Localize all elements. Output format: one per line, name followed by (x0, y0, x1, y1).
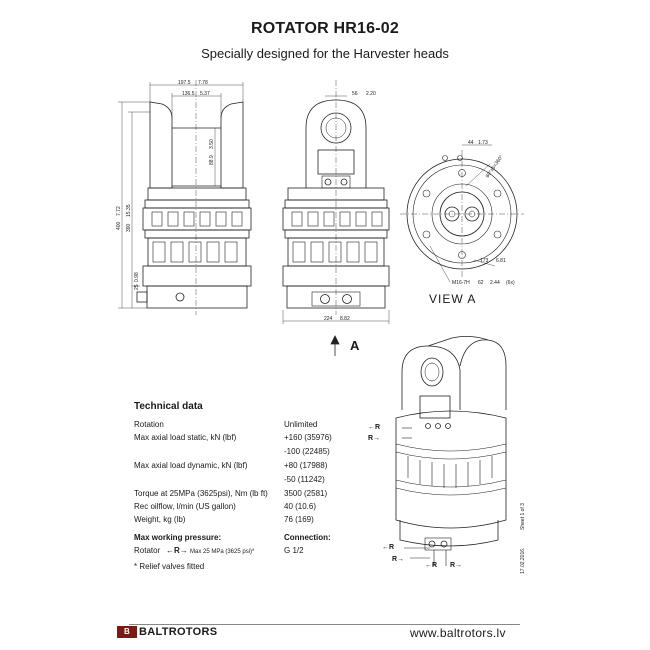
dim-thread: M16-7H (452, 280, 470, 286)
view-a-drawing (400, 144, 524, 283)
dim-0-98: 0.98 (134, 272, 140, 282)
port-label-r-right-2: R→ (392, 556, 405, 563)
dim-400: 400 (116, 221, 122, 230)
footer-divider (129, 624, 520, 625)
dim-1-73: 1.73 (478, 140, 488, 146)
brand-name: BALTROTORS (139, 626, 218, 638)
connection-value: G 1/2 (284, 546, 304, 555)
tech-row-label: Torque at 25MPa (3625psi), Nm (lb ft) (134, 489, 268, 498)
dim-6-81: 6.81 (496, 258, 506, 264)
port-label-r-left-3: ←R (425, 562, 438, 569)
brand-logo: B BALTROTORS (117, 626, 217, 638)
dim-56: 56 (352, 91, 358, 97)
dim-15-35: 15.35 (126, 204, 132, 217)
sheet-date: 17.02.2016. (520, 547, 526, 574)
tech-row-value: +80 (17988) (284, 461, 328, 470)
tech-row-label: Weight, kg (lb) (134, 515, 186, 524)
dim-2-44: 2.44 (490, 280, 500, 286)
website-link[interactable]: www.baltrotors.lv (410, 626, 506, 640)
pressure-heading: Max working pressure: (134, 533, 222, 542)
tech-row-value: +160 (35976) (284, 433, 332, 442)
dim-88-9: 88.9 (209, 155, 215, 165)
tech-row-value: -50 (11242) (284, 475, 325, 484)
connection-heading: Connection: (284, 533, 331, 542)
port-label-r-right-3: R→ (450, 562, 463, 569)
dim-197-5: 197.5 (178, 80, 191, 86)
sheet-number: Sheet 1 of 3 (520, 503, 526, 530)
tech-row-value: Unlimited (284, 420, 318, 429)
dim-2-20: 2.20 (366, 91, 376, 97)
dim-5-37: 5.37 (200, 91, 210, 97)
tech-row-label: Max axial load static, kN (lbf) (134, 433, 237, 442)
view-a-label: VIEW A (429, 292, 477, 306)
port-label-r-left-2: ←R (382, 544, 395, 551)
dim-3-50: 3.50 (209, 139, 215, 149)
dim-7-72: 7.72 (116, 206, 122, 216)
dim-6x: (6x) (506, 280, 515, 286)
dim-25: 25 (134, 284, 140, 290)
rotator-label: Rotator (134, 546, 161, 555)
document-subtitle: Specially designed for the Harvester hea… (201, 46, 449, 61)
dim-390: 390 (126, 223, 132, 232)
tech-row-label: Rotation (134, 420, 164, 429)
port-label-r-left: ←R (368, 424, 381, 431)
dim-136-5: 136.5 (182, 91, 195, 97)
dim-8-82: 8.82 (340, 316, 350, 322)
dim-44: 44 (468, 140, 474, 146)
tech-row-value: 3500 (2581) (284, 489, 328, 498)
tech-row-value: 76 (169) (284, 515, 314, 524)
view-arrow-label: A (350, 338, 360, 353)
tech-row-label: Max axial load dynamic, kN (lbf) (134, 461, 248, 470)
tech-row-value: 40 (10.6) (284, 502, 317, 511)
brand-logo-mark: B (117, 626, 137, 638)
rotator-max-pressure: Max 25 MPa (3625 psi)* (190, 549, 255, 555)
dim-224: 224 (324, 316, 333, 322)
isometric-view (395, 336, 507, 566)
dim-62: 62 (478, 280, 484, 286)
side-view (282, 80, 390, 356)
port-label-r-right: R→ (368, 435, 381, 442)
document-title: ROTATOR HR16-02 (251, 20, 399, 37)
footnote: * Relief valves fitted (134, 562, 205, 571)
tech-heading: Technical data (134, 401, 203, 412)
dim-173: 173 (480, 258, 489, 264)
tech-row-value: -100 (22485) (284, 447, 330, 456)
tech-row-label: Rec oilflow, l/min (US gallon) (134, 502, 236, 511)
rotator-arrows: ←R→ (166, 546, 188, 555)
dim-7-78: 7.78 (198, 80, 208, 86)
front-view (118, 80, 252, 315)
